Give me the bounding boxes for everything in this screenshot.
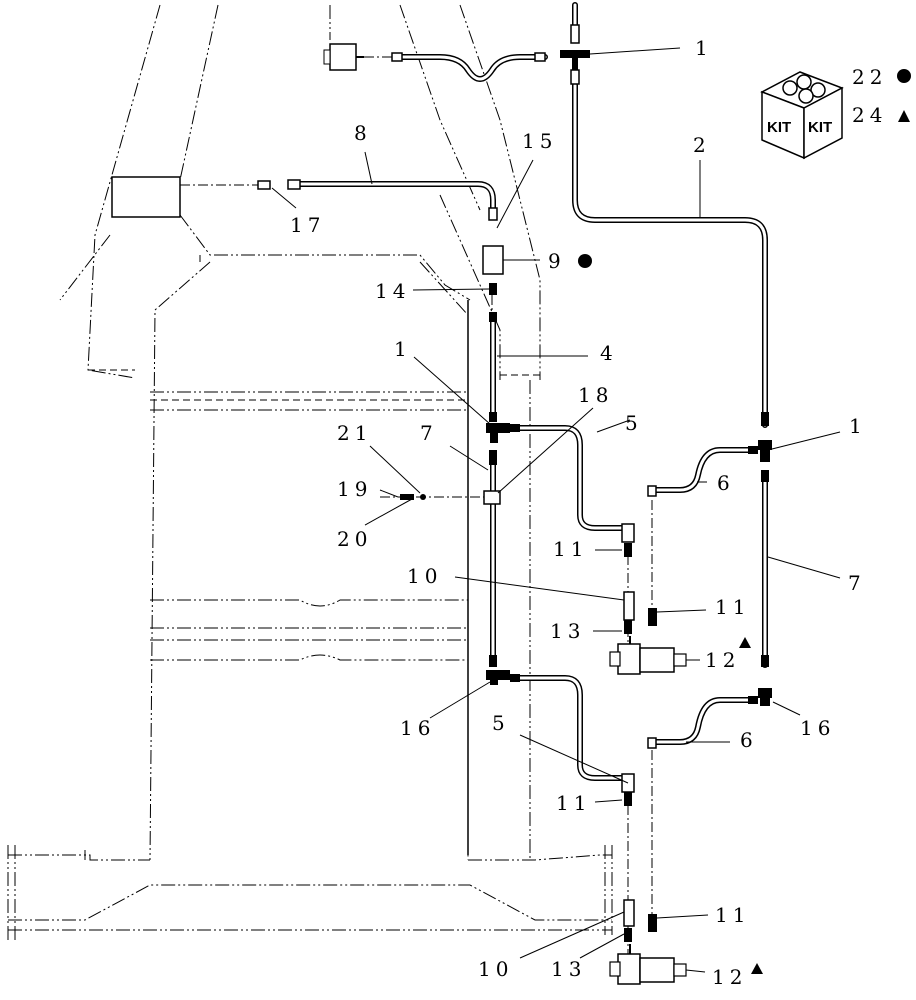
callout-6b: 6 <box>740 728 758 752</box>
kit-legend: 22 24 <box>852 65 911 127</box>
callout-7: 7 <box>420 421 438 445</box>
callout-5: 5 <box>625 411 643 435</box>
callout-16: 16 <box>400 716 435 740</box>
callout-9: 9 <box>548 249 566 273</box>
hoses <box>297 2 768 781</box>
callout-1c: 1 <box>849 414 867 438</box>
callout-10b: 10 <box>478 957 513 981</box>
kit-label-left: KIT <box>767 119 791 136</box>
fittings <box>257 24 772 942</box>
callout-15: 15 <box>522 129 557 153</box>
callout-14: 14 <box>375 279 410 303</box>
callout-1: 1 <box>695 36 713 60</box>
callout-13: 13 <box>550 619 585 643</box>
callout-8: 8 <box>354 121 372 145</box>
kit-box-icon: KIT KIT <box>760 71 844 160</box>
callout-18: 18 <box>578 383 613 407</box>
callout-11b: 11 <box>715 595 750 619</box>
solenoid-valve-lower <box>609 944 687 985</box>
kit-legend-24: 24 <box>852 103 887 127</box>
callout-20: 20 <box>337 527 372 551</box>
callout-11c: 11 <box>556 791 591 815</box>
callout-11: 11 <box>553 537 588 561</box>
callout-1b: 1 <box>394 337 412 361</box>
callout-11d: 11 <box>715 903 750 927</box>
callout-12b: 12 <box>712 965 747 989</box>
callout-21: 21 <box>337 421 372 445</box>
callout-12: 12 <box>705 648 740 672</box>
callout-19: 19 <box>337 477 372 501</box>
callout-labels: 1 2 8 15 17 9 14 4 1 18 5 21 7 1 19 6 20… <box>290 36 867 989</box>
solenoid-valve-upper <box>609 636 687 675</box>
kit-label-right: KIT <box>808 119 832 136</box>
callout-13b: 13 <box>551 957 586 981</box>
callout-16b: 16 <box>800 716 835 740</box>
circle-marker-icon <box>897 69 911 83</box>
leader-lines <box>271 47 841 973</box>
callout-2: 2 <box>693 133 711 157</box>
control-valve-box <box>111 176 181 218</box>
callout-10: 10 <box>407 564 442 588</box>
triangle-marker-icon <box>751 963 763 974</box>
callout-6: 6 <box>717 471 735 495</box>
triangle-marker-icon <box>739 637 751 648</box>
triangle-marker-icon <box>898 110 910 122</box>
pressure-switch-top <box>323 43 364 71</box>
kit-legend-22: 22 <box>852 65 887 89</box>
callout-17: 17 <box>290 213 325 237</box>
circle-marker-icon <box>578 254 592 268</box>
callout-4: 4 <box>600 341 618 365</box>
callout-7b: 7 <box>848 571 866 595</box>
callout-5b: 5 <box>492 711 510 735</box>
